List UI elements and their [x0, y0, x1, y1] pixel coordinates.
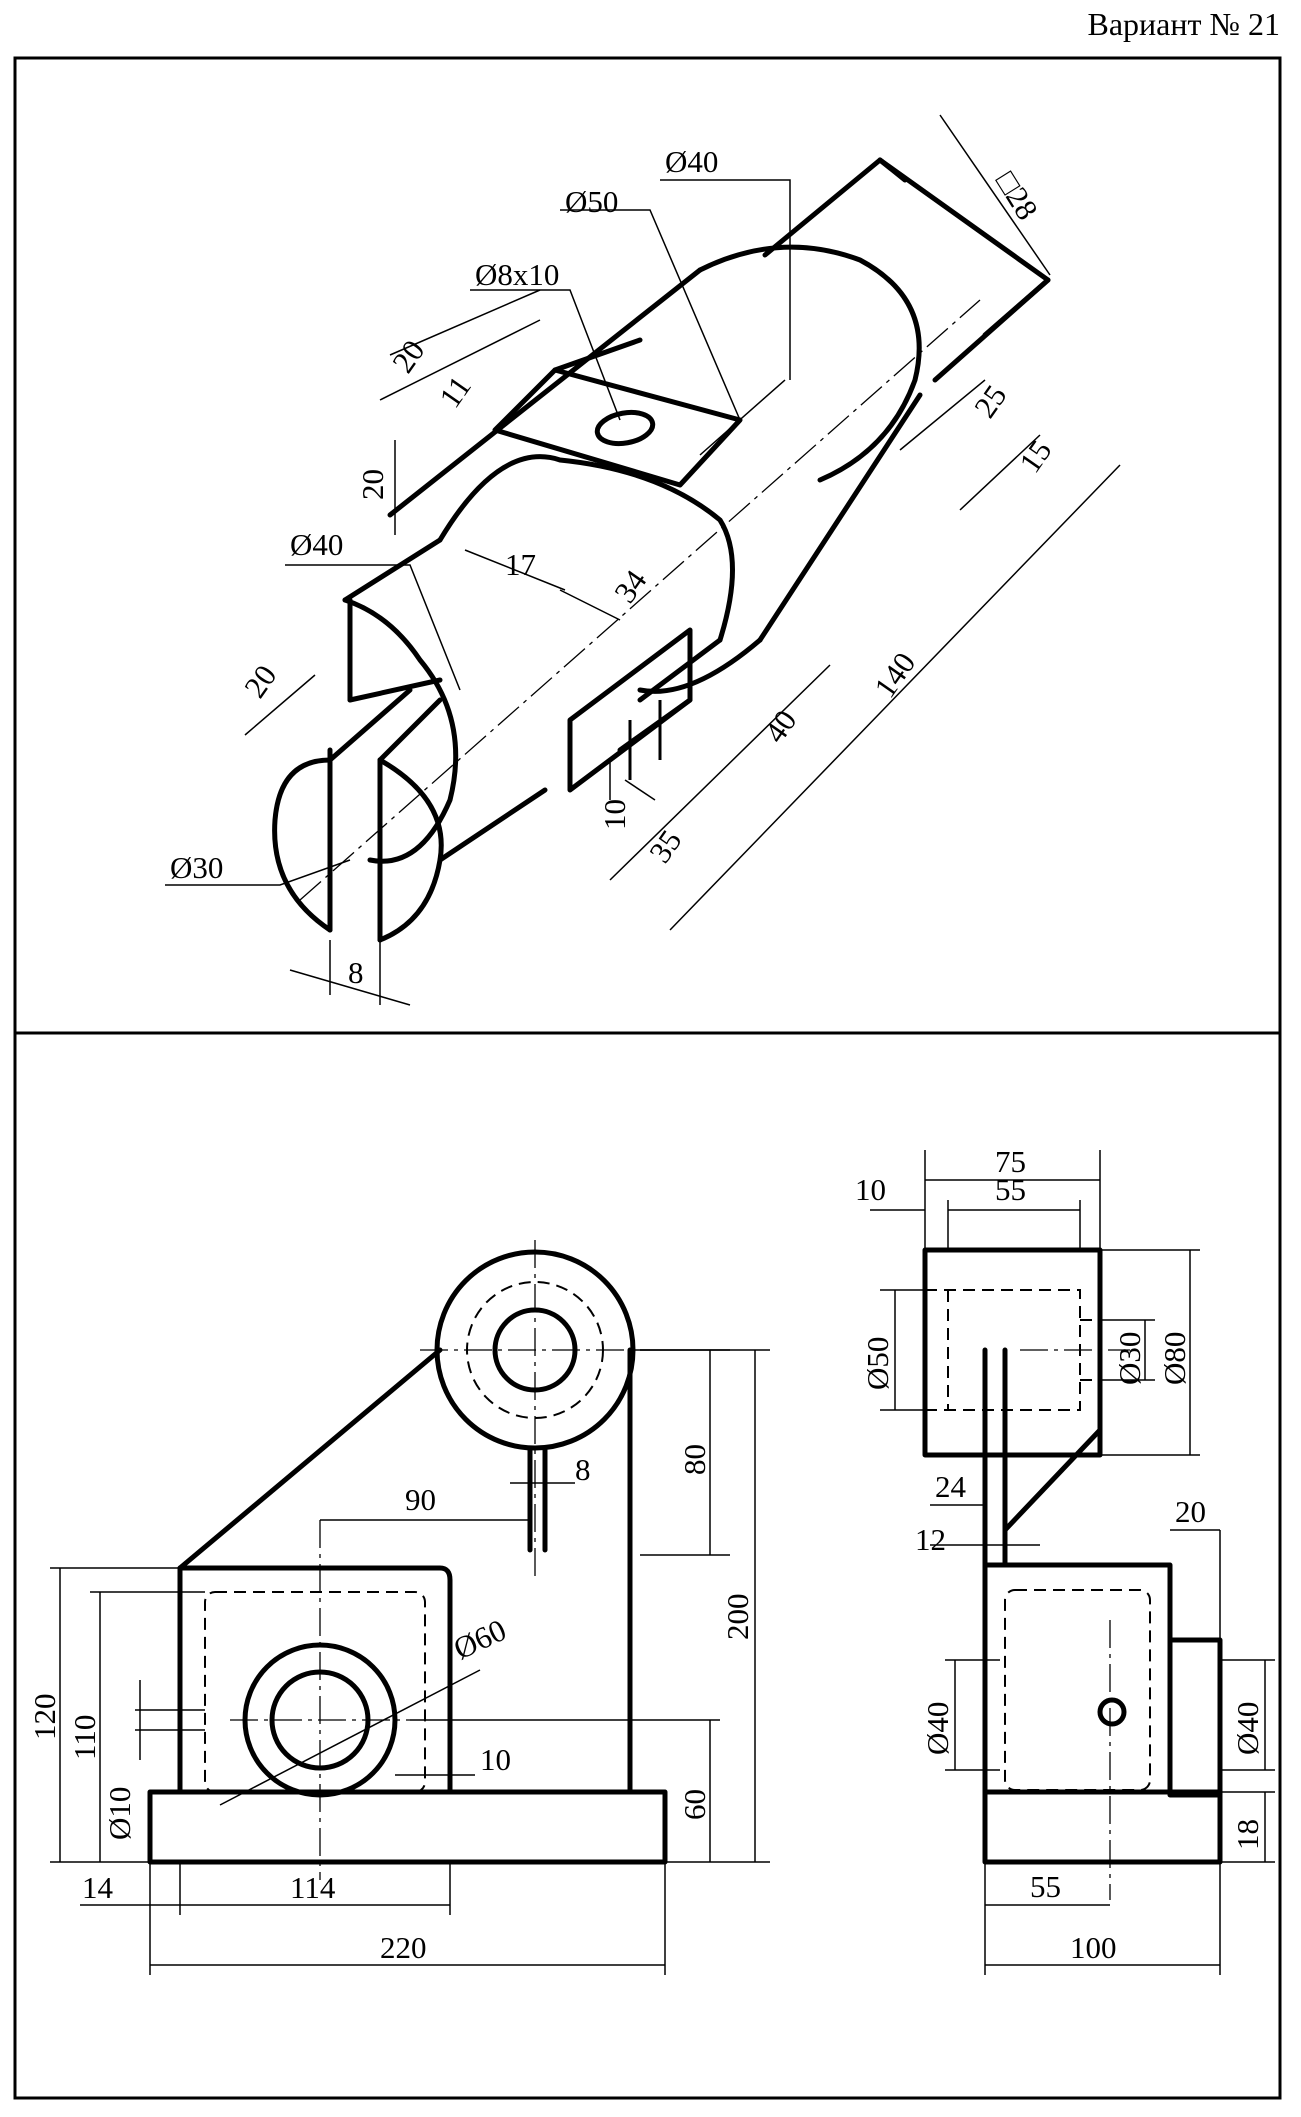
- iso-label-d140: 140: [867, 646, 922, 704]
- side-label-d40dia-left: Ø40: [920, 1702, 955, 1755]
- iso-slot: [567, 627, 693, 793]
- front-label-d60dia: Ø60: [448, 1612, 511, 1666]
- front-label-d114: 114: [290, 1870, 336, 1905]
- iso-label-d34: 34: [607, 563, 654, 609]
- side-label-d55: 55: [1030, 1869, 1061, 1904]
- iso-label-d8x10: Ø8x10: [475, 257, 559, 292]
- side-view: 75 10 55 Ø50 Ø30 Ø80 24 12 20 Ø40 Ø40 18…: [855, 1144, 1275, 1975]
- front-base: [147, 1789, 668, 1865]
- side-housing-hidden: [1004, 1589, 1151, 1791]
- front-rib: [177, 1347, 443, 1571]
- iso-label-d10: 10: [597, 799, 632, 830]
- iso-label-d25: 25: [967, 379, 1013, 424]
- side-base: [982, 1789, 1223, 1865]
- front-dimension-lines: [50, 1349, 770, 1975]
- side-eye-block: [922, 1247, 1103, 1458]
- front-label-d10dia: Ø10: [102, 1787, 137, 1840]
- front-label-d60: 60: [677, 1789, 712, 1820]
- side-boss: [1167, 1637, 1223, 1798]
- iso-label-d20-end: 20: [237, 659, 283, 704]
- front-label-d220: 220: [380, 1930, 427, 1965]
- side-label-d80dia: Ø80: [1157, 1332, 1192, 1385]
- variant-title: Вариант № 21: [1087, 6, 1280, 42]
- front-housing-hidden: [204, 1591, 426, 1793]
- sheet-frame: [13, 56, 1282, 2100]
- front-label-d8: 8: [575, 1452, 591, 1487]
- isometric-view: Ø40 □28 Ø50 Ø8x10 Ø40 Ø30 20 11 20 20 17…: [165, 114, 1121, 1006]
- front-label-d90: 90: [405, 1482, 436, 1517]
- iso-label-d40-top: Ø40: [665, 144, 718, 179]
- iso-flat-with-hole: [492, 337, 743, 488]
- front-label-d80: 80: [677, 1444, 712, 1475]
- side-housing: [982, 1562, 1173, 1795]
- side-label-d18: 18: [1230, 1819, 1265, 1850]
- iso-label-d11: 11: [432, 369, 478, 414]
- front-label-d200: 200: [720, 1594, 755, 1641]
- front-view: 90 8 80 200 Ø60 120 110 Ø10 10 60 14 114…: [27, 1240, 770, 1975]
- side-label-d75: 75: [995, 1144, 1026, 1179]
- iso-label-d40: 40: [757, 704, 803, 749]
- iso-middle-cylinder: [342, 454, 735, 703]
- front-label-d120: 120: [27, 1694, 62, 1741]
- front-label-d10: 10: [480, 1742, 511, 1777]
- iso-square-end: [762, 157, 1051, 383]
- side-label-d100: 100: [1070, 1930, 1117, 1965]
- iso-dimension-lines: [165, 114, 1121, 1006]
- front-label-d110: 110: [67, 1715, 102, 1760]
- iso-axis: [299, 299, 981, 901]
- iso-label-d20-side: 20: [355, 469, 390, 500]
- iso-label-sq28: □28: [989, 165, 1045, 226]
- side-label-d55-top: 55: [995, 1172, 1026, 1207]
- front-label-d14: 14: [82, 1870, 114, 1905]
- side-label-d30dia: Ø30: [1112, 1332, 1147, 1385]
- iso-label-d30: Ø30: [170, 850, 223, 885]
- iso-large-cylinder: [387, 244, 923, 694]
- iso-label-d35: 35: [642, 824, 688, 869]
- iso-small-end: [272, 597, 548, 943]
- iso-label-d17: 17: [505, 547, 536, 582]
- iso-hole: [594, 409, 656, 447]
- side-label-d20: 20: [1175, 1494, 1206, 1529]
- iso-label-d15: 15: [1012, 434, 1058, 479]
- side-label-d50dia: Ø50: [860, 1337, 895, 1390]
- side-label-d10: 10: [855, 1172, 886, 1207]
- iso-label-d8: 8: [348, 955, 364, 990]
- front-housing: [177, 1565, 453, 1795]
- side-pin-hole: [1097, 1697, 1127, 1727]
- iso-label-d50: Ø50: [565, 184, 618, 219]
- side-label-d40dia-right: Ø40: [1230, 1702, 1265, 1755]
- side-label-d24: 24: [935, 1469, 967, 1504]
- side-label-d12: 12: [915, 1522, 946, 1557]
- side-dimension-lines: [870, 1150, 1275, 1975]
- iso-label-d40-left: Ø40: [290, 527, 343, 562]
